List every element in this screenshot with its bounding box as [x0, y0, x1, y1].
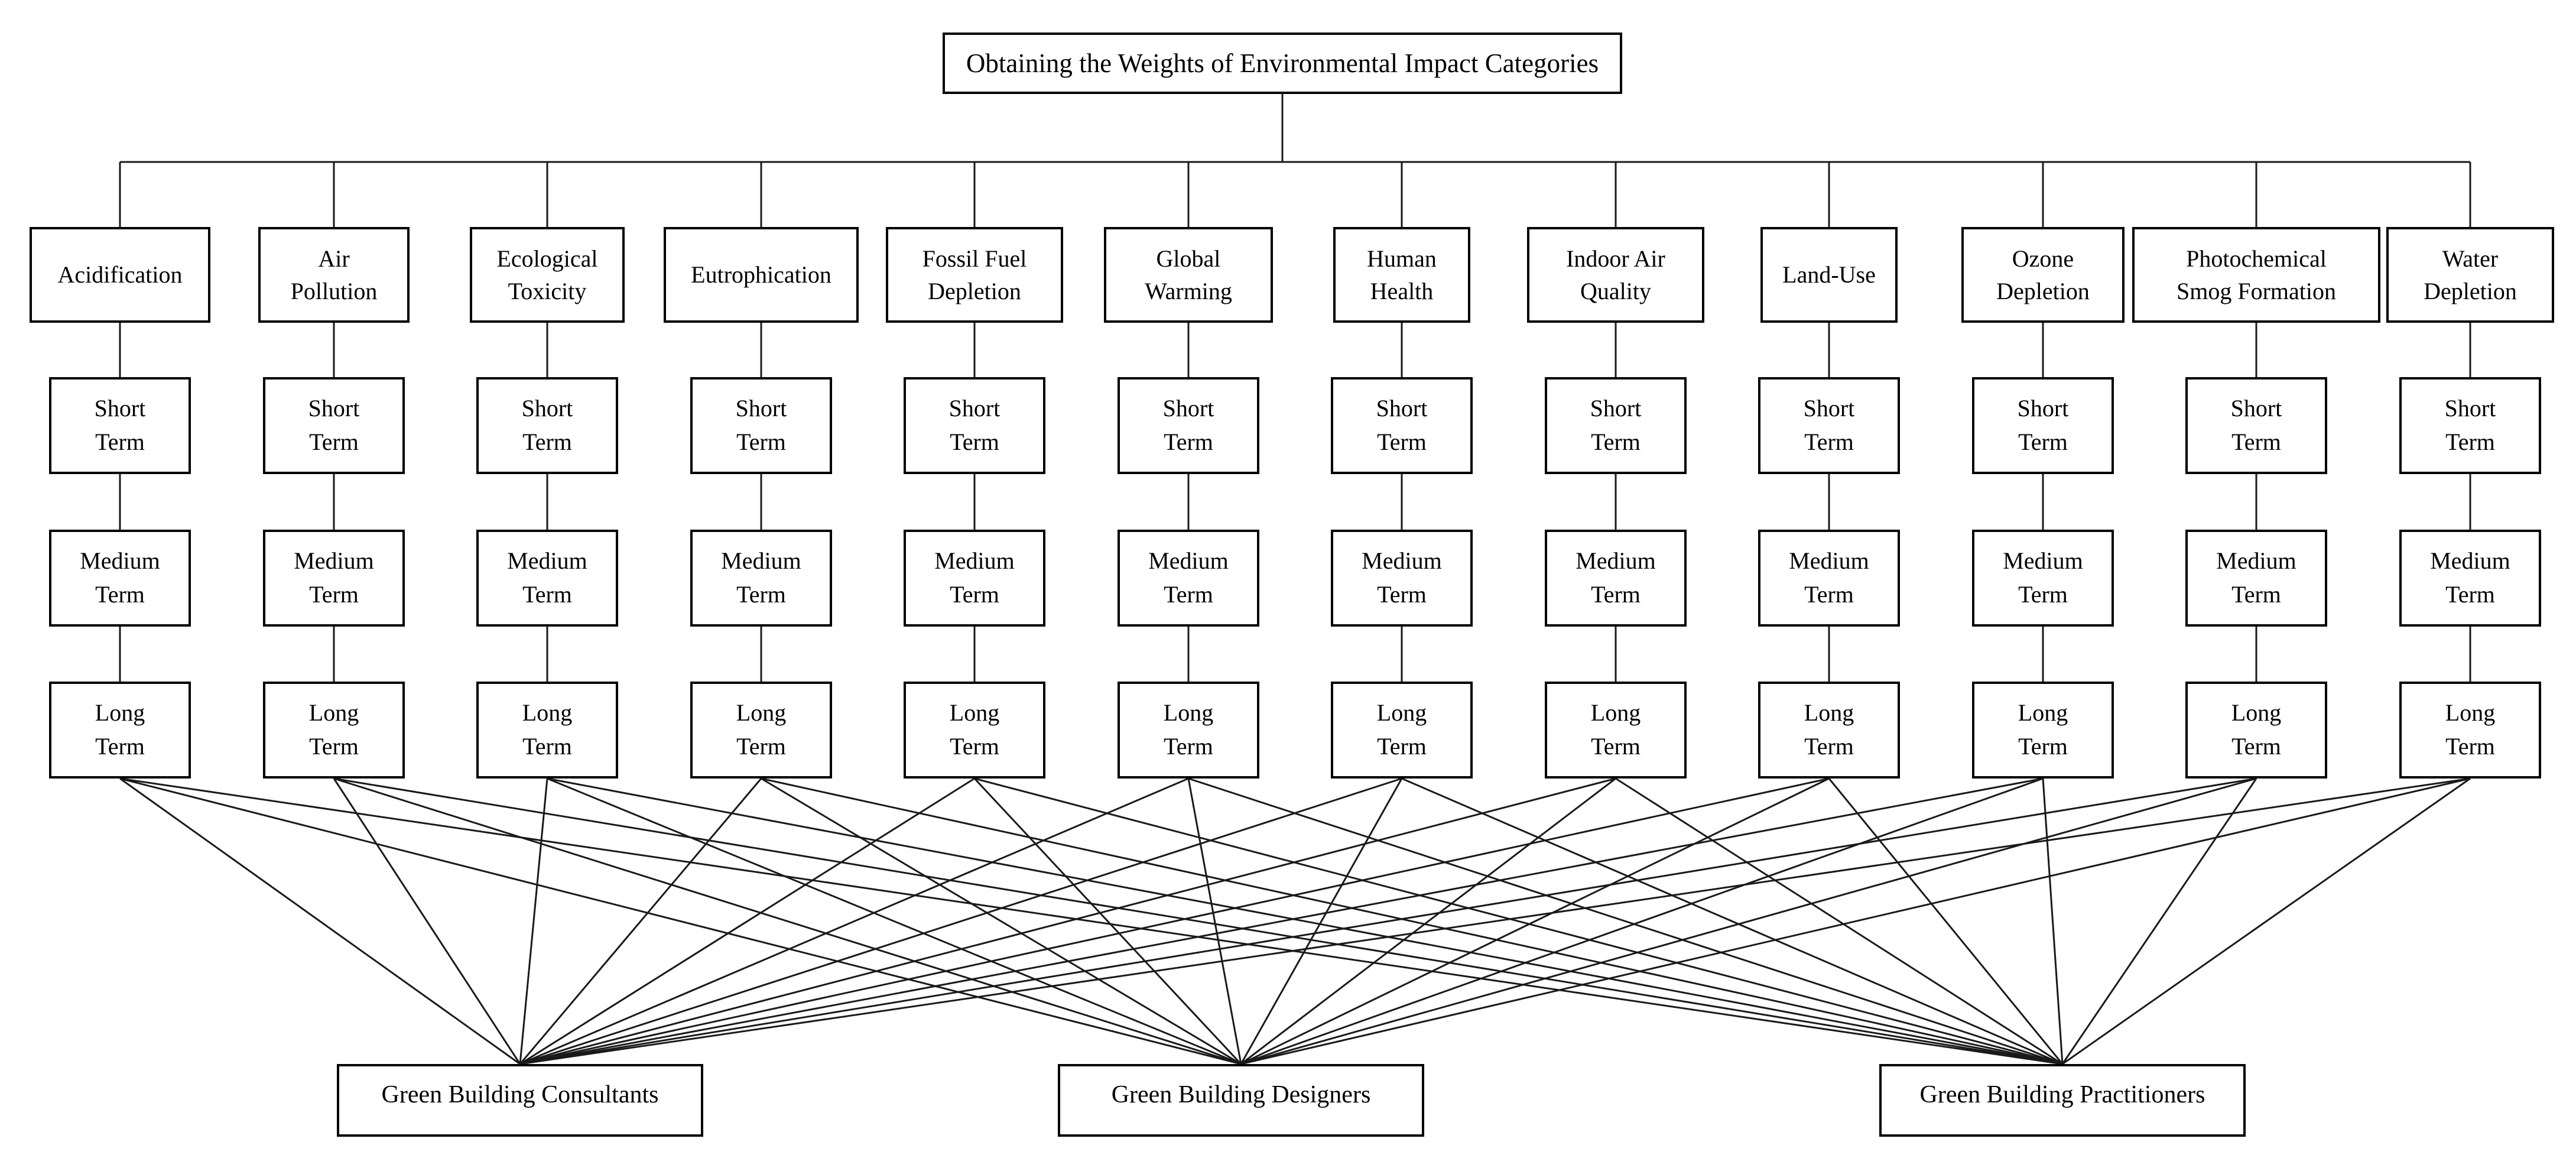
long-to-stakeholder-line [2042, 778, 2064, 1065]
long-to-stakeholder-line [519, 777, 2471, 1065]
stakeholder-box-green-building-consultants: Green Building Consultants [337, 1064, 703, 1137]
medium-term-box: Medium Term [690, 530, 832, 627]
long-to-stakeholder-line [519, 777, 2044, 1065]
long-to-stakeholder-line [519, 777, 1830, 1065]
short-term-box: Short Term [476, 377, 618, 474]
long-to-stakeholder-line [2062, 777, 2471, 1065]
stakeholder-box-green-building-practitioners: Green Building Practitioners [1879, 1064, 2246, 1137]
long-term-box: Long Term [2185, 682, 2327, 779]
category-box-ozone-depletion: Ozone Depletion [1961, 227, 2125, 323]
goal-box: Obtaining the Weights of Environmental I… [943, 33, 1622, 94]
category-box-photochemical-smog-formation: Photochemical Smog Formation [2132, 227, 2380, 323]
long-to-stakeholder-line [519, 777, 975, 1065]
long-to-stakeholder-line [973, 777, 1242, 1065]
medium-term-box: Medium Term [1545, 530, 1687, 627]
category-box-acidification: Acidification [30, 227, 210, 323]
long-to-stakeholder-line [761, 777, 1242, 1065]
category-box-global-warming: Global Warming [1104, 227, 1273, 323]
category-box-land-use: Land-Use [1760, 227, 1898, 323]
long-to-stakeholder-line [1615, 777, 2063, 1065]
long-to-stakeholder-line [2061, 778, 2257, 1065]
long-to-stakeholder-line [1240, 777, 1616, 1065]
short-term-box: Short Term [1118, 377, 1259, 474]
category-box-eutrophication: Eutrophication [664, 227, 859, 323]
long-term-box: Long Term [1118, 682, 1259, 779]
long-to-stakeholder-line [1188, 777, 2063, 1065]
long-to-stakeholder-line [1240, 778, 1403, 1065]
category-box-human-health: Human Health [1333, 227, 1470, 323]
long-to-stakeholder-line [1187, 778, 1242, 1065]
long-to-stakeholder-line [333, 777, 1242, 1065]
long-to-stakeholder-line [519, 777, 1616, 1065]
long-to-stakeholder-line [1240, 777, 2257, 1065]
long-to-stakeholder-line [119, 777, 2063, 1065]
long-to-stakeholder-line [1240, 777, 2044, 1065]
medium-term-box: Medium Term [904, 530, 1045, 627]
long-to-stakeholder-line [547, 777, 2063, 1065]
long-to-stakeholder-line [519, 778, 548, 1065]
long-term-box: Long Term [49, 682, 191, 779]
long-term-box: Long Term [690, 682, 832, 779]
category-box-fossil-fuel-depletion: Fossil Fuel Depletion [886, 227, 1063, 323]
medium-term-box: Medium Term [476, 530, 618, 627]
short-term-box: Short Term [1972, 377, 2114, 474]
short-term-box: Short Term [2185, 377, 2327, 474]
long-term-box: Long Term [263, 682, 405, 779]
medium-term-box: Medium Term [263, 530, 405, 627]
long-to-stakeholder-line [519, 777, 1402, 1065]
short-term-box: Short Term [2399, 377, 2541, 474]
category-box-water-depletion: Water Depletion [2386, 227, 2554, 323]
category-box-ecological-toxicity: Ecological Toxicity [470, 227, 625, 323]
medium-term-box: Medium Term [1972, 530, 2114, 627]
long-term-box: Long Term [1545, 682, 1687, 779]
short-term-box: Short Term [1545, 377, 1687, 474]
long-term-box: Long Term [476, 682, 618, 779]
category-box-air-pollution: Air Pollution [258, 227, 410, 323]
long-to-stakeholder-line [519, 777, 2257, 1065]
short-term-box: Short Term [1331, 377, 1473, 474]
long-to-stakeholder-line [1240, 777, 2471, 1065]
medium-term-box: Medium Term [1331, 530, 1473, 627]
long-to-stakeholder-line [547, 777, 1242, 1065]
short-term-box: Short Term [690, 377, 832, 474]
short-term-box: Short Term [1758, 377, 1900, 474]
medium-term-box: Medium Term [49, 530, 191, 627]
long-to-stakeholder-line [1401, 777, 2063, 1065]
long-to-stakeholder-line [1240, 777, 1830, 1065]
medium-term-box: Medium Term [2185, 530, 2327, 627]
short-term-box: Short Term [263, 377, 405, 474]
long-to-stakeholder-line [1828, 778, 2064, 1065]
short-term-box: Short Term [49, 377, 191, 474]
long-to-stakeholder-line [519, 777, 1189, 1065]
long-term-box: Long Term [1758, 682, 1900, 779]
short-term-box: Short Term [904, 377, 1045, 474]
long-term-box: Long Term [1331, 682, 1473, 779]
long-to-stakeholder-line [974, 777, 2063, 1065]
long-to-stakeholder-line [761, 777, 2063, 1065]
long-term-box: Long Term [2399, 682, 2541, 779]
category-box-indoor-air-quality: Indoor Air Quality [1527, 227, 1704, 323]
long-term-box: Long Term [1972, 682, 2114, 779]
medium-term-box: Medium Term [1758, 530, 1900, 627]
long-to-stakeholder-line [519, 778, 762, 1065]
long-to-stakeholder-line [119, 777, 1242, 1065]
medium-term-box: Medium Term [2399, 530, 2541, 627]
long-to-stakeholder-line [119, 777, 521, 1065]
stakeholder-box-green-building-designers: Green Building Designers [1058, 1064, 1424, 1137]
long-to-stakeholder-line [333, 778, 521, 1065]
long-to-stakeholder-line [333, 777, 2063, 1065]
long-term-box: Long Term [904, 682, 1045, 779]
medium-term-box: Medium Term [1118, 530, 1259, 627]
